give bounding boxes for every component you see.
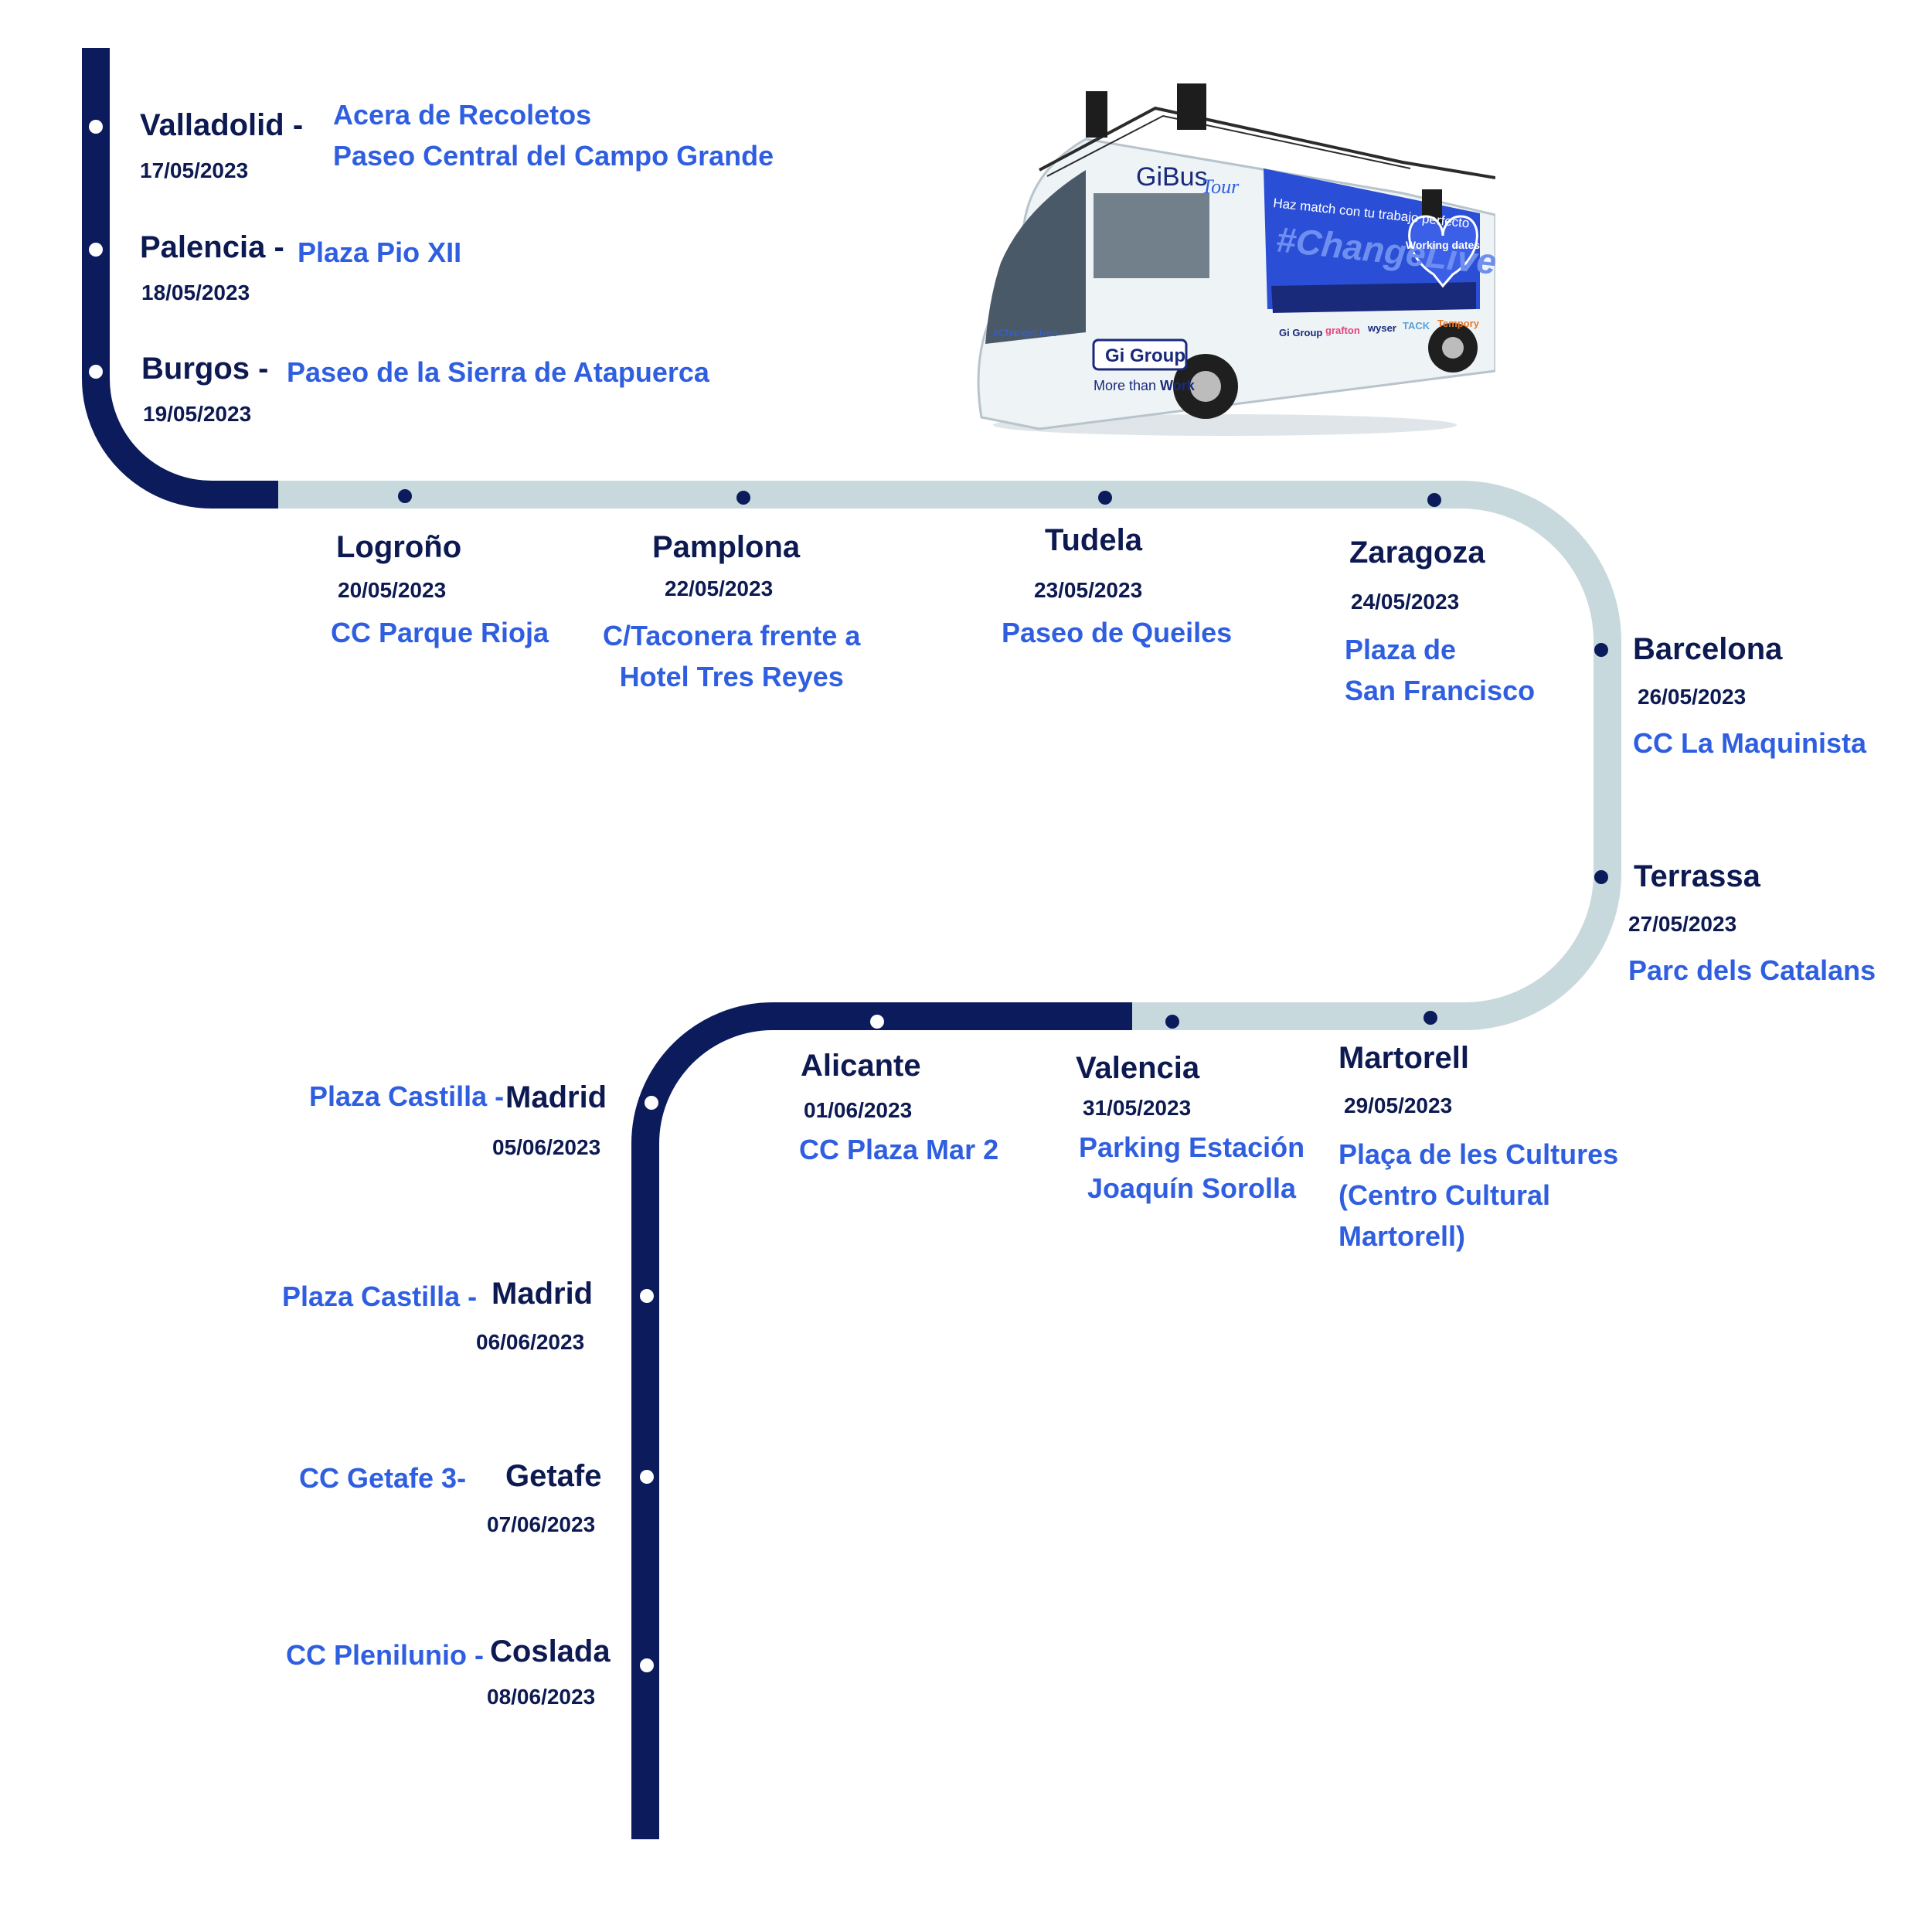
station-dot-palencia[interactable] [89, 243, 103, 257]
station-dot-tudela[interactable] [1098, 491, 1112, 505]
venue-alicante: CC Plaza Mar 2 [799, 1134, 999, 1165]
date-tudela: 23/05/2023 [1034, 578, 1143, 602]
station-dot-madrid-2[interactable] [640, 1289, 654, 1303]
date-madrid-1: 05/06/2023 [492, 1135, 601, 1159]
city-barcelona: Barcelona [1633, 632, 1783, 666]
date-barcelona: 26/05/2023 [1638, 685, 1747, 709]
date-terrassa: 27/05/2023 [1628, 912, 1737, 936]
city-tudela: Tudela [1045, 523, 1142, 557]
city-alicante: Alicante [801, 1049, 921, 1083]
city-valladolid: Valladolid - [140, 108, 304, 142]
bus-brand-script-text: Tour [1202, 175, 1240, 198]
date-zaragoza: 24/05/2023 [1351, 590, 1460, 614]
venue-madrid-1: Plaza Castilla - [309, 1080, 505, 1112]
station-dot-burgos[interactable] [89, 365, 103, 379]
date-burgos: 19/05/2023 [143, 402, 252, 426]
route-segment-dark-top [82, 48, 278, 509]
svg-text:Gi Group: Gi Group [1279, 327, 1322, 338]
date-alicante: 01/06/2023 [804, 1098, 913, 1122]
venue-palencia: Plaza Pio XII [298, 236, 462, 268]
city-pamplona: Pamplona [652, 530, 801, 564]
venue-madrid-2: Plaza Castilla - [282, 1281, 478, 1312]
bus-partner-logos: Gi Group grafton wyser TACK Tempory [1279, 318, 1480, 338]
bus-logo-text: Gi Group [1105, 345, 1185, 366]
venue-coslada: CC Plenilunio - [286, 1639, 484, 1671]
city-burgos: Burgos - [141, 352, 269, 386]
svg-text:grafton: grafton [1325, 325, 1360, 336]
station-dot-coslada[interactable] [640, 1658, 654, 1672]
svg-text:Tempory: Tempory [1437, 318, 1480, 329]
station-dot-pamplona[interactable] [736, 491, 750, 505]
city-getafe: Getafe [505, 1459, 602, 1493]
station-dot-madrid-1[interactable] [645, 1096, 658, 1110]
station-dot-barcelona[interactable] [1594, 643, 1608, 657]
date-getafe: 07/06/2023 [487, 1512, 596, 1536]
station-dot-logrono[interactable] [398, 489, 412, 503]
venue-burgos: Paseo de la Sierra de Atapuerca [287, 356, 709, 388]
city-logrono: Logroño [336, 530, 462, 564]
bus-side-hashtag: #ChangeLives [993, 327, 1058, 338]
date-pamplona: 22/05/2023 [665, 577, 774, 600]
route-segment-light-east [278, 481, 1621, 1030]
venue-barcelona: CC La Maquinista [1633, 727, 1867, 759]
svg-text:wyser: wyser [1367, 322, 1396, 334]
city-zaragoza: Zaragoza [1349, 536, 1485, 570]
date-logrono: 20/05/2023 [338, 578, 447, 602]
date-valencia: 31/05/2023 [1083, 1096, 1192, 1120]
venue-logrono: CC Parque Rioja [331, 617, 549, 648]
station-dot-martorell[interactable] [1423, 1011, 1437, 1025]
city-palencia: Palencia - [140, 230, 284, 264]
station-dot-valladolid[interactable] [89, 120, 103, 134]
city-madrid-2: Madrid [492, 1277, 594, 1311]
city-terrassa: Terrassa [1634, 859, 1760, 893]
city-madrid-1: Madrid [505, 1080, 607, 1114]
date-madrid-2: 06/06/2023 [476, 1330, 585, 1354]
city-valencia: Valencia [1076, 1051, 1200, 1085]
date-valladolid: 17/05/2023 [140, 158, 249, 182]
venue-terrassa: Parc dels Catalans [1628, 954, 1876, 986]
venue-tudela: Paseo de Queiles [1002, 617, 1233, 648]
bus-slogan-text: More than Work [1094, 378, 1196, 393]
bus-brand-text: GiBus [1136, 162, 1208, 192]
station-dot-getafe[interactable] [640, 1470, 654, 1484]
svg-text:TACK: TACK [1403, 320, 1430, 332]
date-coslada: 08/06/2023 [487, 1685, 596, 1709]
route-segment-dark-south [631, 1002, 1132, 1839]
station-dot-valencia[interactable] [1165, 1015, 1179, 1029]
venue-getafe: CC Getafe 3- [299, 1462, 467, 1494]
station-dots [89, 120, 1608, 1672]
station-dot-terrassa[interactable] [1594, 870, 1608, 884]
bus-heart-text: Working dates [1406, 239, 1480, 251]
bus-illustration: GiBus Tour Haz match con tu trabajo perf… [977, 83, 1495, 436]
date-palencia: 18/05/2023 [141, 281, 250, 304]
city-martorell: Martorell [1338, 1041, 1469, 1075]
station-dot-alicante[interactable] [870, 1015, 884, 1029]
city-coslada: Coslada [490, 1634, 611, 1668]
date-martorell: 29/05/2023 [1344, 1094, 1453, 1117]
station-dot-zaragoza[interactable] [1427, 493, 1441, 507]
